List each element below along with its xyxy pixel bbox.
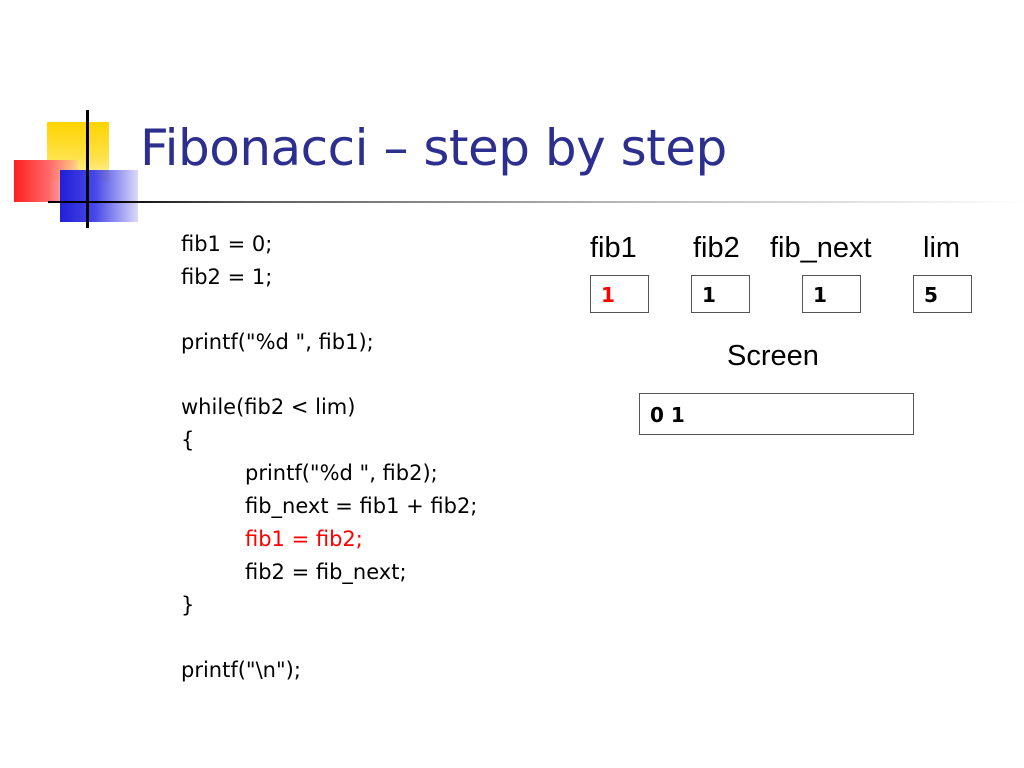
code-block: fib1 = 0; fib2 = 1; printf("%d ", fib1);…: [181, 228, 477, 687]
code-line: {: [181, 428, 195, 452]
code-line: printf("%d ", fib2);: [245, 461, 438, 485]
screen-label: Screen: [727, 340, 819, 372]
slide-logo: [0, 0, 140, 240]
logo-vertical-line: [86, 110, 89, 228]
code-line-highlighted: fib1 = fib2;: [245, 527, 363, 551]
var-label-fib-next: fib_next: [770, 232, 872, 264]
var-value-fib2: 1: [702, 283, 716, 307]
code-line: fib2 = 1;: [181, 265, 273, 289]
var-value-fib-next: 1: [813, 283, 827, 307]
var-box-fib2: 1: [691, 275, 750, 313]
var-value-fib1: 1: [601, 283, 615, 307]
code-line: [181, 622, 477, 654]
code-line: printf("\n");: [181, 658, 301, 682]
code-line: fib1 = 0;: [181, 232, 273, 256]
code-line: printf("%d ", fib1);: [181, 330, 374, 354]
var-box-lim: 5: [913, 275, 972, 313]
screen-output: 0 1: [650, 403, 685, 427]
logo-blue-square: [60, 170, 138, 222]
var-value-lim: 5: [924, 283, 938, 307]
var-box-fib1: 1: [590, 275, 649, 313]
var-label-lim: lim: [923, 232, 961, 264]
title-underline: [48, 201, 1024, 203]
slide-title: Fibonacci – step by step: [140, 119, 727, 177]
var-label-fib1: fib1: [590, 232, 637, 264]
code-line: fib_next = fib1 + fib2;: [245, 494, 478, 518]
var-label-fib2: fib2: [693, 232, 740, 264]
screen-output-box: 0 1: [639, 393, 914, 435]
code-line: [181, 359, 477, 391]
code-line: fib2 = fib_next;: [245, 560, 407, 584]
code-line: }: [181, 593, 195, 617]
var-box-fib-next: 1: [802, 275, 861, 313]
code-line: [181, 294, 477, 326]
code-line: while(fib2 < lim): [181, 395, 356, 419]
